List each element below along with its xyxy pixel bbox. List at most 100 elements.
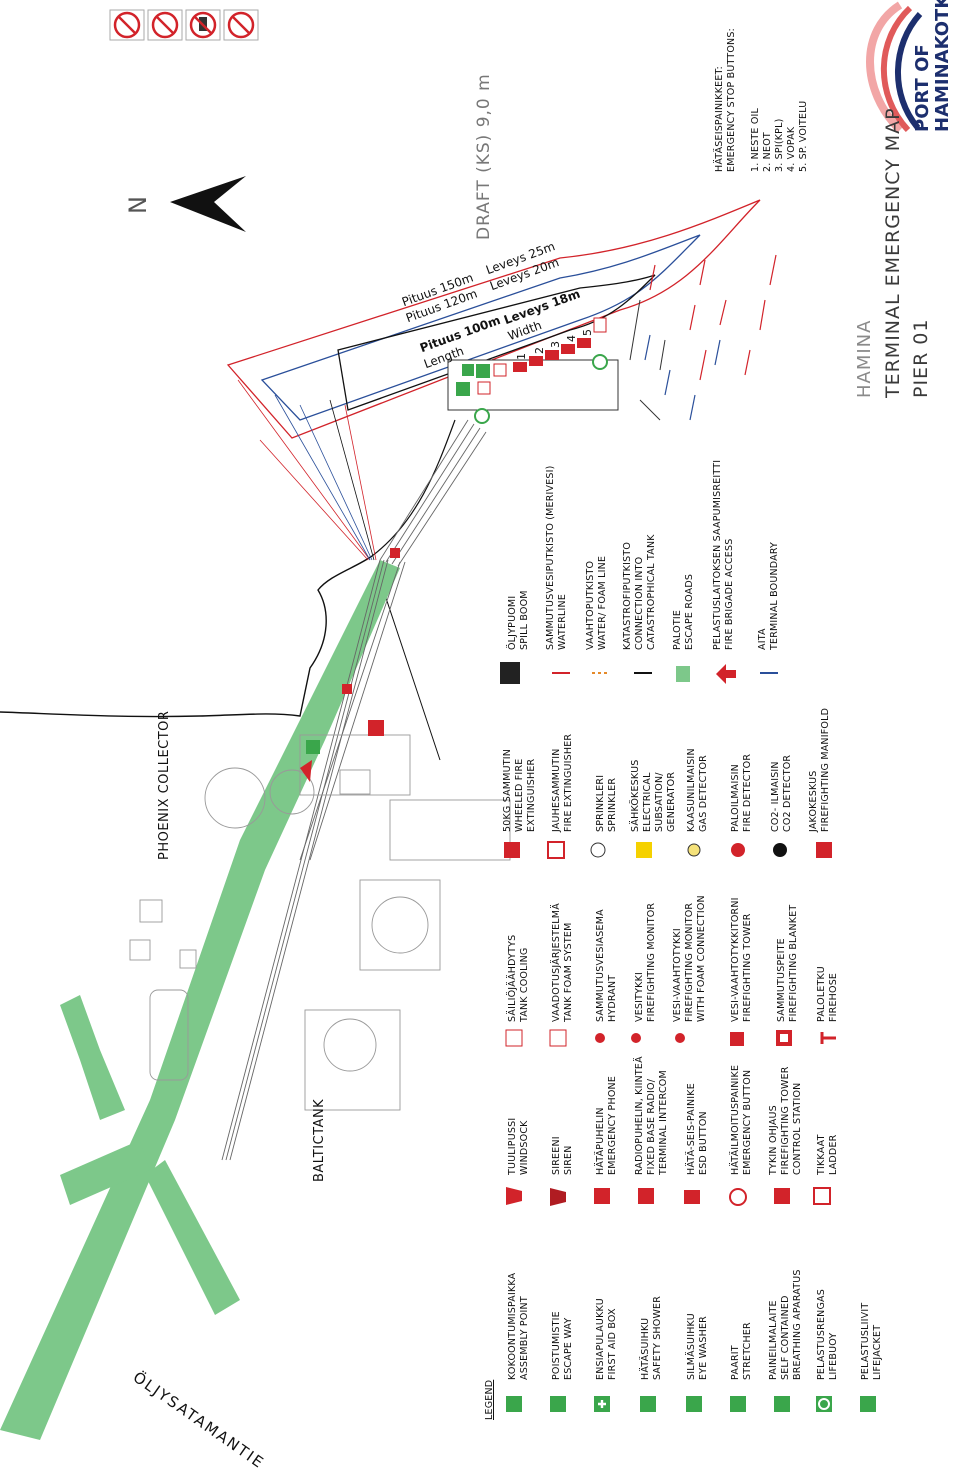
ship-150m — [226, 199, 761, 439]
jetty-icons — [300, 317, 608, 782]
emergency-button-icon — [729, 1188, 747, 1206]
escape-way-icon — [550, 1396, 566, 1412]
hydrant-icon — [595, 1033, 605, 1043]
no-fire-icon — [147, 9, 183, 41]
ship-100m — [337, 274, 656, 411]
electrical-icon — [636, 842, 652, 858]
lifebuoy-icon-2 — [592, 354, 608, 370]
manifold-icon — [816, 842, 832, 858]
eye-washer-icon — [686, 1396, 702, 1412]
esd-5 — [577, 338, 591, 348]
brigade-access-icon — [716, 664, 736, 684]
ship-120m — [260, 234, 701, 421]
esd-3 — [545, 350, 559, 360]
tower-control-icon — [774, 1188, 790, 1204]
firehose-icon — [820, 1032, 836, 1044]
brigade-access-arrow — [300, 760, 312, 782]
co2-detector-icon — [773, 843, 787, 857]
breathing-apparatus-icon — [774, 1396, 790, 1412]
tower-icon — [730, 1032, 744, 1046]
extinguisher-icon — [477, 381, 491, 395]
windsock-icon — [506, 1187, 522, 1205]
first-aid-icon — [476, 364, 490, 378]
esd-1 — [513, 362, 527, 372]
tank-farm — [129, 734, 511, 1111]
lifebuoy-icon — [474, 408, 490, 424]
tank-cooling-icon — [505, 1029, 523, 1047]
esd-icon — [684, 1190, 700, 1204]
esd-number-3: 3 — [549, 341, 562, 348]
monitor-icon — [631, 1033, 641, 1043]
prohibition-icons — [109, 9, 259, 41]
foam-box — [390, 548, 400, 558]
no-vehicles-icon — [223, 9, 259, 41]
extinguisher-icon — [547, 841, 565, 859]
coastline-east — [371, 419, 456, 557]
brand-line-1: PORT OF — [912, 44, 933, 132]
tank-foam-icon — [549, 1029, 567, 1047]
esd-2 — [529, 356, 543, 366]
brand-line-2: HAMINAKOTKA — [932, 0, 953, 132]
tower-control-icon — [368, 720, 384, 736]
ladder-icon — [813, 1187, 831, 1205]
esd-number-1: 1 — [515, 353, 528, 360]
escape-road-branch — [60, 1140, 150, 1205]
lifejacket-icon — [860, 1396, 876, 1412]
mooring-lines — [237, 379, 377, 561]
foam-monitor-icon — [675, 1033, 685, 1043]
shore-bottom — [379, 579, 441, 761]
escape-sign-mid — [306, 740, 320, 754]
waterline-dashes — [649, 254, 777, 381]
gas-detector-icon — [687, 843, 701, 857]
esd-number-5: 5 — [581, 329, 594, 336]
spill-boom-icon — [500, 662, 520, 684]
legend-symbols — [500, 662, 876, 1412]
sprinkler-icon — [590, 842, 606, 858]
page-title: TERMINAL EMERGENCY MAP — [882, 107, 904, 398]
port-logo-icon — [866, 1, 923, 133]
hose-icon — [493, 363, 507, 377]
escape-road-branch2 — [60, 995, 125, 1120]
wheeled-extinguisher-icon — [504, 842, 520, 858]
esd-4 — [561, 344, 575, 354]
north-arrow — [170, 176, 246, 232]
siren-icon — [550, 1188, 566, 1206]
ship-outlines — [226, 199, 761, 439]
phoenix-label: PHOENIX COLLECTOR — [157, 710, 172, 860]
jetty-bollards — [629, 299, 666, 421]
safety-shower-icon — [640, 1396, 656, 1412]
fire-detector-icon — [731, 843, 745, 857]
